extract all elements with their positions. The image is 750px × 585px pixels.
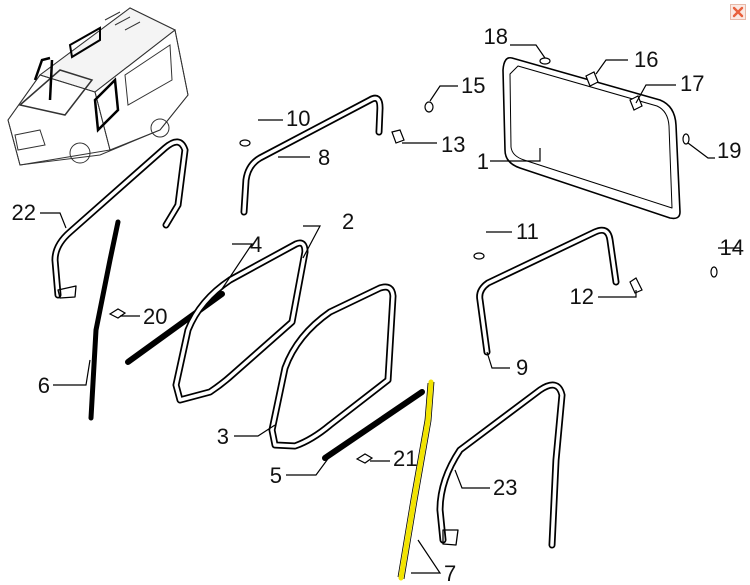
label-20: 20 <box>143 304 167 329</box>
part-23-seal[interactable] <box>436 381 566 549</box>
part-3-window[interactable] <box>268 283 397 450</box>
part-5-molding[interactable] <box>322 389 425 461</box>
part-2-window[interactable] <box>172 239 309 404</box>
label-11: 11 <box>516 219 539 244</box>
label-10: 10 <box>286 106 310 131</box>
label-13: 13 <box>441 132 465 157</box>
label-7: 7 <box>444 561 456 585</box>
part-19-clip[interactable] <box>682 133 690 145</box>
label-21: 21 <box>393 446 417 471</box>
part-11-clip[interactable] <box>473 252 485 260</box>
part-7-strip-highlighted[interactable] <box>397 379 435 581</box>
part-8-seal[interactable] <box>240 94 384 216</box>
part-9-seal[interactable] <box>476 226 620 356</box>
close-button[interactable] <box>730 4 746 20</box>
label-16: 16 <box>634 47 658 72</box>
label-5: 5 <box>270 463 282 488</box>
part-15-clip[interactable] <box>424 101 434 113</box>
part-20-clip[interactable] <box>108 308 127 319</box>
label-8: 8 <box>318 145 330 170</box>
part-14-clip[interactable] <box>710 266 718 278</box>
part-10-clip[interactable] <box>239 139 251 147</box>
part-1-rear-window[interactable] <box>502 56 681 220</box>
label-4: 4 <box>250 232 262 257</box>
label-22: 22 <box>12 200 36 225</box>
close-icon <box>732 6 744 18</box>
label-19: 19 <box>717 138 741 163</box>
part-16-clip[interactable] <box>585 71 599 87</box>
label-1: 1 <box>477 149 489 174</box>
van-thumbnail <box>7 7 189 166</box>
label-14: 14 <box>720 235 744 260</box>
part-18-clip[interactable] <box>539 57 551 65</box>
label-23: 23 <box>493 475 517 500</box>
label-9: 9 <box>516 355 528 380</box>
label-6: 6 <box>38 373 50 398</box>
part-22-seal[interactable] <box>51 138 189 299</box>
label-12: 12 <box>570 284 594 309</box>
label-17: 17 <box>680 71 704 96</box>
part-21-clip[interactable] <box>355 453 374 464</box>
part-labels: 1 2 3 4 5 6 7 8 9 10 11 12 13 14 15 16 1… <box>12 24 744 585</box>
part-12-clip[interactable] <box>629 277 643 294</box>
label-15: 15 <box>461 73 485 98</box>
leader-lines <box>40 44 740 574</box>
label-2: 2 <box>342 209 354 234</box>
part-13-clip[interactable] <box>391 129 405 144</box>
part-6-strip[interactable] <box>88 219 121 421</box>
label-18: 18 <box>484 24 508 49</box>
label-3: 3 <box>217 424 229 449</box>
